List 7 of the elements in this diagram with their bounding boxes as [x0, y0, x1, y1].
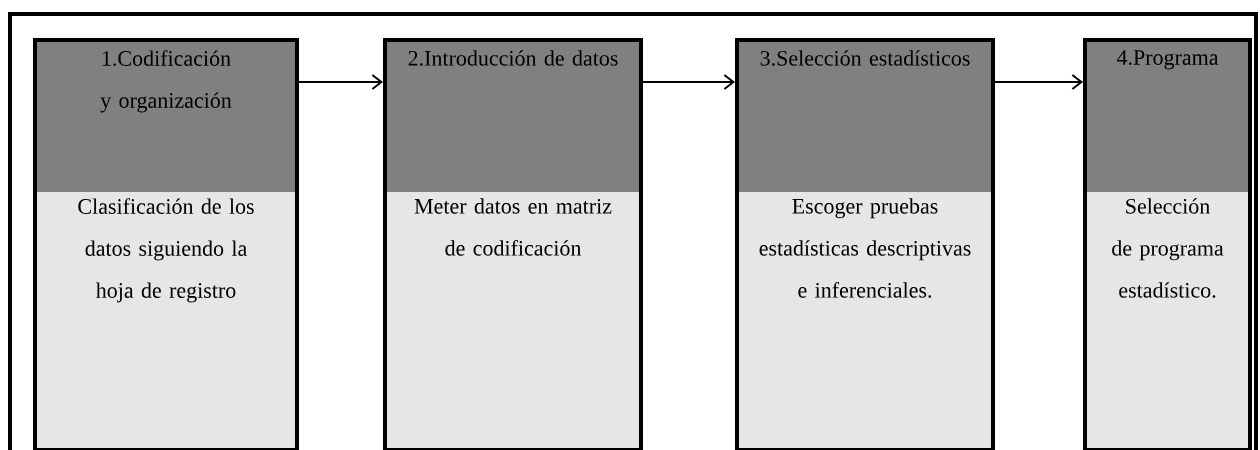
process-box: 1.Codificación y organización Clasificación de los datos siguiendo la hoja de registro: [33, 38, 299, 450]
arrow: [642, 74, 735, 90]
process-box: 4.Programa Selección de programa estadístico.: [1083, 38, 1252, 450]
arrow: [298, 74, 383, 90]
process-box: 2.Introducción de datos Meter datos en matriz de codificación: [383, 38, 643, 450]
arrow: [994, 74, 1083, 90]
process-box: 3.Selección estadísticos Escoger pruebas estadísticas descriptivas e inferenciales.: [735, 38, 995, 450]
